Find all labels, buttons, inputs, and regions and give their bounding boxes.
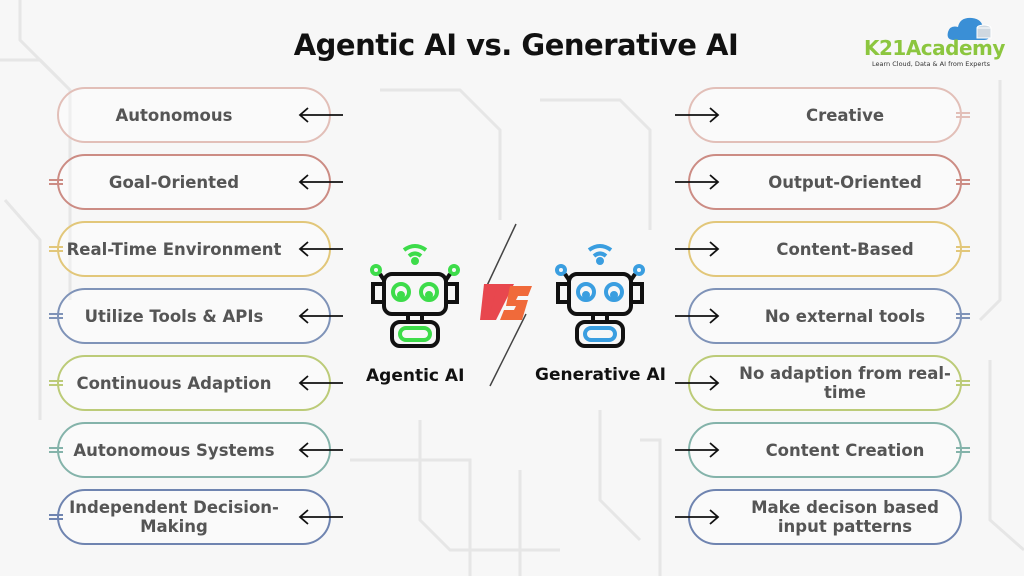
agentic-feature-pill: Autonomous Systems bbox=[49, 422, 331, 478]
feature-label: Output-Oriented bbox=[768, 172, 922, 192]
arrow-right-icon bbox=[675, 375, 720, 391]
arrow-right-icon bbox=[675, 241, 720, 257]
feature-label: Continuous Adaption bbox=[76, 373, 272, 393]
feature-label: Autonomous Systems bbox=[73, 440, 275, 460]
k21academy-logo: K21Academy Learn Cloud, Data & AI from E… bbox=[860, 14, 1005, 74]
agentic-robot-icon bbox=[370, 244, 460, 348]
feature-label: Content Creation bbox=[765, 440, 925, 460]
feature-label: No external tools bbox=[764, 306, 926, 326]
connector-tick bbox=[49, 179, 63, 185]
generative-feature-pill: No external tools bbox=[688, 288, 970, 344]
arrow-right-icon bbox=[675, 174, 720, 190]
agentic-ai-label: Agentic AI bbox=[366, 366, 465, 386]
feature-label: Goal-Oriented bbox=[108, 172, 240, 192]
feature-label: Real-Time Environment bbox=[66, 239, 282, 259]
feature-label: Content-Based bbox=[776, 239, 914, 259]
arrow-left-icon bbox=[298, 241, 343, 257]
connector-tick bbox=[49, 313, 63, 319]
agentic-feature-pill: Independent Decision-Making bbox=[49, 489, 331, 545]
connector-tick bbox=[49, 514, 63, 520]
connector-tick bbox=[49, 447, 63, 453]
connector-tick bbox=[956, 246, 970, 252]
arrow-right-icon bbox=[675, 107, 720, 123]
arrow-right-icon bbox=[675, 308, 720, 324]
arrow-left-icon bbox=[298, 442, 343, 458]
arrow-left-icon bbox=[298, 107, 343, 123]
connector-tick bbox=[956, 447, 970, 453]
cloud-database-icon bbox=[947, 17, 992, 40]
logo-name: K21Academy bbox=[864, 36, 1005, 60]
generative-robot-icon bbox=[555, 244, 645, 348]
arrow-right-icon bbox=[675, 442, 720, 458]
feature-label: Independent Decision-Making bbox=[69, 498, 279, 536]
vs-lightning-icon bbox=[480, 223, 532, 387]
connector-tick bbox=[49, 246, 63, 252]
connector-tick bbox=[956, 380, 970, 386]
generative-feature-pill: Content-Based bbox=[688, 221, 970, 277]
feature-label: Utilize Tools & APIs bbox=[84, 306, 264, 326]
arrow-left-icon bbox=[298, 375, 343, 391]
connector-tick bbox=[956, 112, 970, 118]
generative-ai-label: Generative AI bbox=[535, 365, 666, 385]
feature-label: Make decison based input patterns bbox=[751, 498, 939, 536]
arrow-left-icon bbox=[298, 308, 343, 324]
arrow-right-icon bbox=[675, 509, 720, 525]
feature-label: No adaption from real-time bbox=[739, 364, 951, 402]
generative-feature-pill: No adaption from real-time bbox=[688, 355, 970, 411]
connector-tick bbox=[49, 380, 63, 386]
arrow-left-icon bbox=[298, 174, 343, 190]
generative-feature-pill: Output-Oriented bbox=[688, 154, 970, 210]
generative-feature-pill: Content Creation bbox=[688, 422, 970, 478]
agentic-feature-pill: Goal-Oriented bbox=[49, 154, 331, 210]
arrow-left-icon bbox=[298, 509, 343, 525]
connector-tick bbox=[956, 313, 970, 319]
agentic-feature-pill: Real-Time Environment bbox=[49, 221, 331, 277]
logo-tagline: Learn Cloud, Data & AI from Experts bbox=[872, 60, 990, 68]
generative-feature-pill: Creative bbox=[688, 87, 970, 143]
agentic-feature-pill: Continuous Adaption bbox=[49, 355, 331, 411]
page-title: Agentic AI vs. Generative AI bbox=[293, 28, 739, 62]
agentic-feature-pill: Autonomous bbox=[57, 87, 331, 143]
feature-label: Autonomous bbox=[115, 105, 233, 125]
agentic-feature-pill: Utilize Tools & APIs bbox=[49, 288, 331, 344]
feature-label: Creative bbox=[805, 105, 885, 125]
generative-feature-pill: Make decison based input patterns bbox=[688, 489, 962, 545]
connector-tick bbox=[956, 179, 970, 185]
